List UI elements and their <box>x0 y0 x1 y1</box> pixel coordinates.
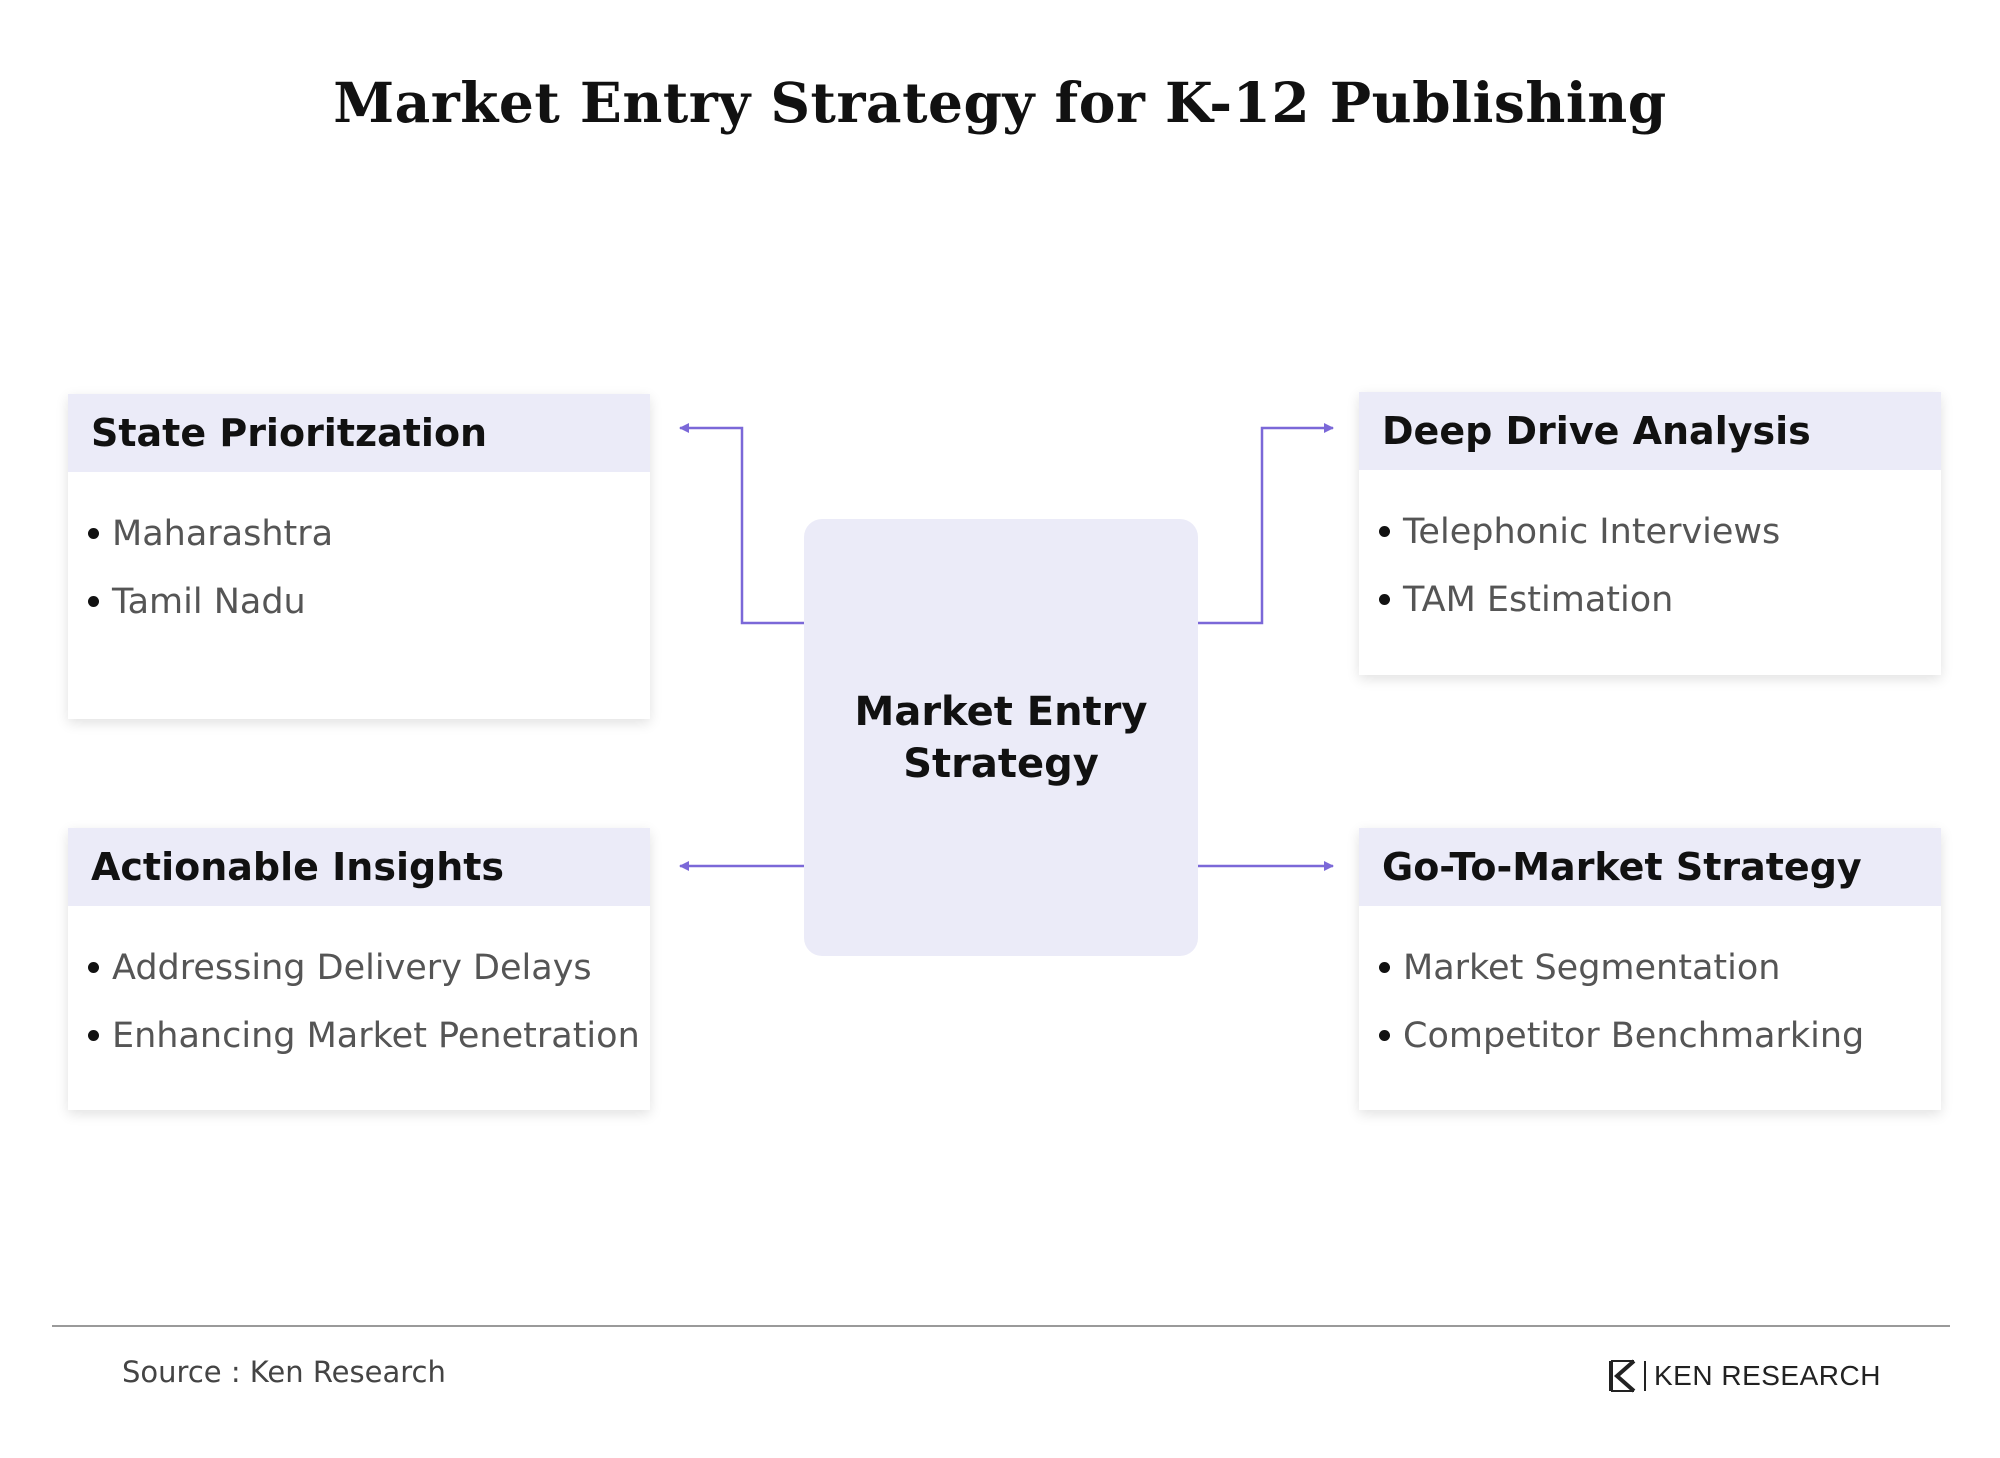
list-item: Addressing Delivery Delays <box>88 934 650 1002</box>
list-item: Tamil Nadu <box>88 568 650 636</box>
box-item-list: Maharashtra Tamil Nadu <box>68 472 650 636</box>
center-label-line-2: Strategy <box>903 740 1099 787</box>
center-label-line-1: Market Entry <box>854 688 1148 735</box>
box-item-list: Telephonic Interviews TAM Estimation <box>1359 470 1941 634</box>
ken-research-logo: KEN RESEARCH <box>1608 1356 1881 1396</box>
list-item: Competitor Benchmarking <box>1379 1002 1941 1070</box>
list-item: Enhancing Market Penetration <box>88 1002 650 1070</box>
box-heading: Deep Drive Analysis <box>1359 392 1941 470</box>
list-item: Telephonic Interviews <box>1379 498 1941 566</box>
footer-divider <box>52 1325 1950 1327</box>
deep-drive-analysis-box: Deep Drive Analysis Telephonic Interview… <box>1359 392 1941 675</box>
arrow-to-state-prioritization <box>679 423 804 625</box>
ken-research-k-icon <box>1609 1359 1636 1393</box>
box-heading: Go-To-Market Strategy <box>1359 828 1941 906</box>
box-item-list: Addressing Delivery Delays Enhancing Mar… <box>68 906 650 1070</box>
market-entry-strategy-center: Market Entry Strategy <box>804 519 1198 956</box>
list-item: Market Segmentation <box>1379 934 1941 1002</box>
actionable-insights-box: Actionable Insights Addressing Delivery … <box>68 828 650 1110</box>
list-item: TAM Estimation <box>1379 566 1941 634</box>
brand-name: KEN RESEARCH <box>1654 1360 1881 1391</box>
box-heading: Actionable Insights <box>68 828 650 906</box>
list-item: Maharashtra <box>88 500 650 568</box>
box-heading: State Prioritzation <box>68 394 650 472</box>
logo-separator <box>1644 1361 1646 1391</box>
go-to-market-strategy-box: Go-To-Market Strategy Market Segmentatio… <box>1359 828 1941 1110</box>
arrow-to-deep-drive-analysis <box>1198 423 1334 625</box>
box-item-list: Market Segmentation Competitor Benchmark… <box>1359 906 1941 1070</box>
page-title: Market Entry Strategy for K-12 Publishin… <box>333 70 1667 135</box>
source-note: Source : Ken Research <box>122 1355 446 1389</box>
state-prioritization-box: State Prioritzation Maharashtra Tamil Na… <box>68 394 650 719</box>
